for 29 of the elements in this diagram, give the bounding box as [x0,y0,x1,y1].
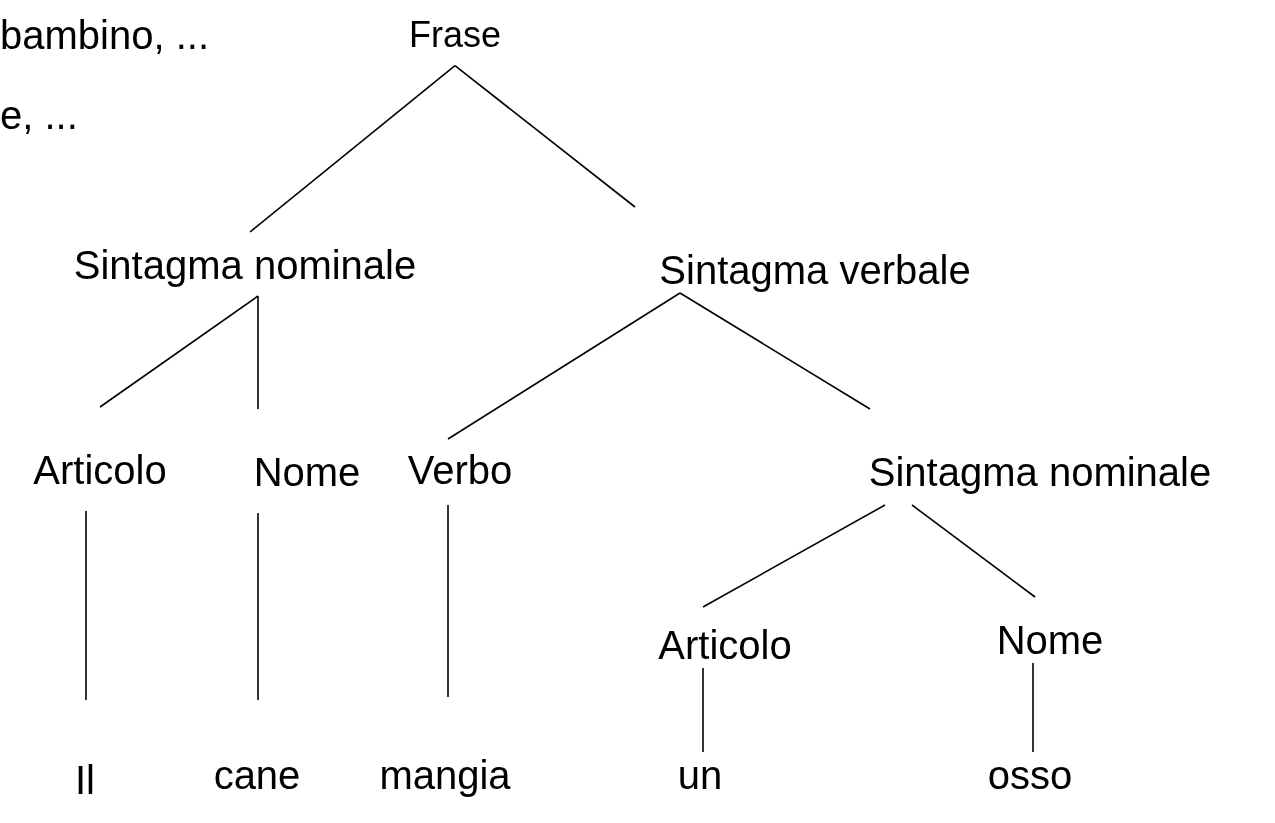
tree-branch-line [1032,662,1034,753]
tree-node-label: Sintagma verbale [659,247,971,293]
note-text: e, ... [0,92,78,138]
tree-node-label: un [677,752,723,798]
tree-node-label: Il [75,757,95,803]
tree-node-label: Verbo [407,447,513,493]
tree-node-label: Nome [996,617,1104,663]
tree-branch-line [257,295,259,410]
tree-node-label: Sintagma nominale [73,242,417,288]
tree-branch-line [911,504,1036,598]
tree-branch-line [99,295,259,408]
tree-node-label: mangia [379,752,511,798]
tree-node-label: Sintagma nominale [868,449,1212,495]
tree-node-label: cane [213,752,301,798]
tree-branch-line [702,504,886,608]
note-text: bambino, ... [0,12,209,58]
tree-branch-line [85,510,87,701]
tree-branch-line [257,512,259,701]
tree-branch-line [447,504,449,698]
tree-node-label: Nome [253,449,361,495]
tree-node-label: Frase [409,14,501,56]
tree-node-label: osso [987,752,1073,798]
tree-branch-line [702,667,704,753]
tree-branch-line [679,292,871,410]
tree-branch-line [249,64,456,233]
tree-node-label: Articolo [658,622,792,668]
tree-node-label: Articolo [33,447,167,493]
tree-branch-line [454,64,636,208]
tree-branch-line [447,292,681,440]
